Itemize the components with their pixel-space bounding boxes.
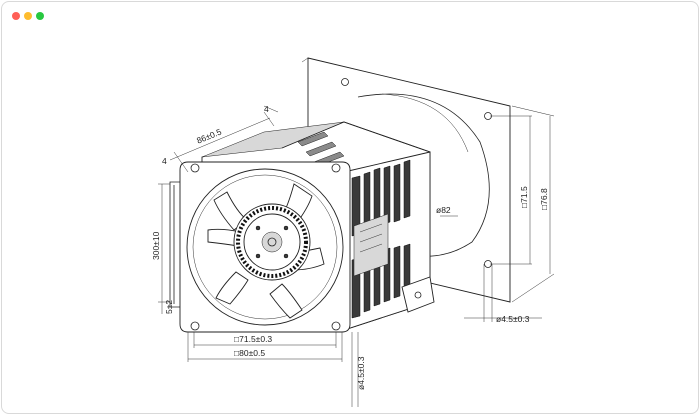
maximize-button[interactable] [36, 12, 44, 20]
dim-cable-length: 300±10 [151, 231, 161, 260]
minimize-button[interactable] [24, 12, 32, 20]
dim-hole-diameter-front: ø4.5±0.3 [356, 356, 366, 390]
dim-hole-diameter-plate: ø4.5±0.3 [496, 314, 530, 324]
fan-front-frame [169, 161, 351, 333]
dim-strip-length: 5±2 [164, 300, 174, 314]
dim-left: 300±10 5±2 [151, 183, 174, 314]
title-bar [2, 2, 698, 30]
close-button[interactable] [12, 12, 20, 20]
dim-hole-pitch-front: □71.5±0.3 [234, 334, 272, 344]
dim-plate-size: □76.8 [539, 188, 549, 210]
dim-plate-hole-pitch: □71.5 [519, 186, 529, 208]
dim-top-width: 86±0.5 [195, 126, 223, 145]
dim-frame-width: □80±0.5 [234, 348, 265, 358]
dim-top-offset-a: 4 [264, 104, 269, 114]
dim-top-offset-b: 4 [162, 156, 167, 166]
dim-right: □71.5 □76.8 ø82 ø4.5±0.3 [436, 105, 555, 324]
dim-bottom: □71.5±0.3 □80±0.5 ø4.5±0.3 [187, 332, 366, 407]
dim-duct-diameter: ø82 [436, 205, 451, 215]
